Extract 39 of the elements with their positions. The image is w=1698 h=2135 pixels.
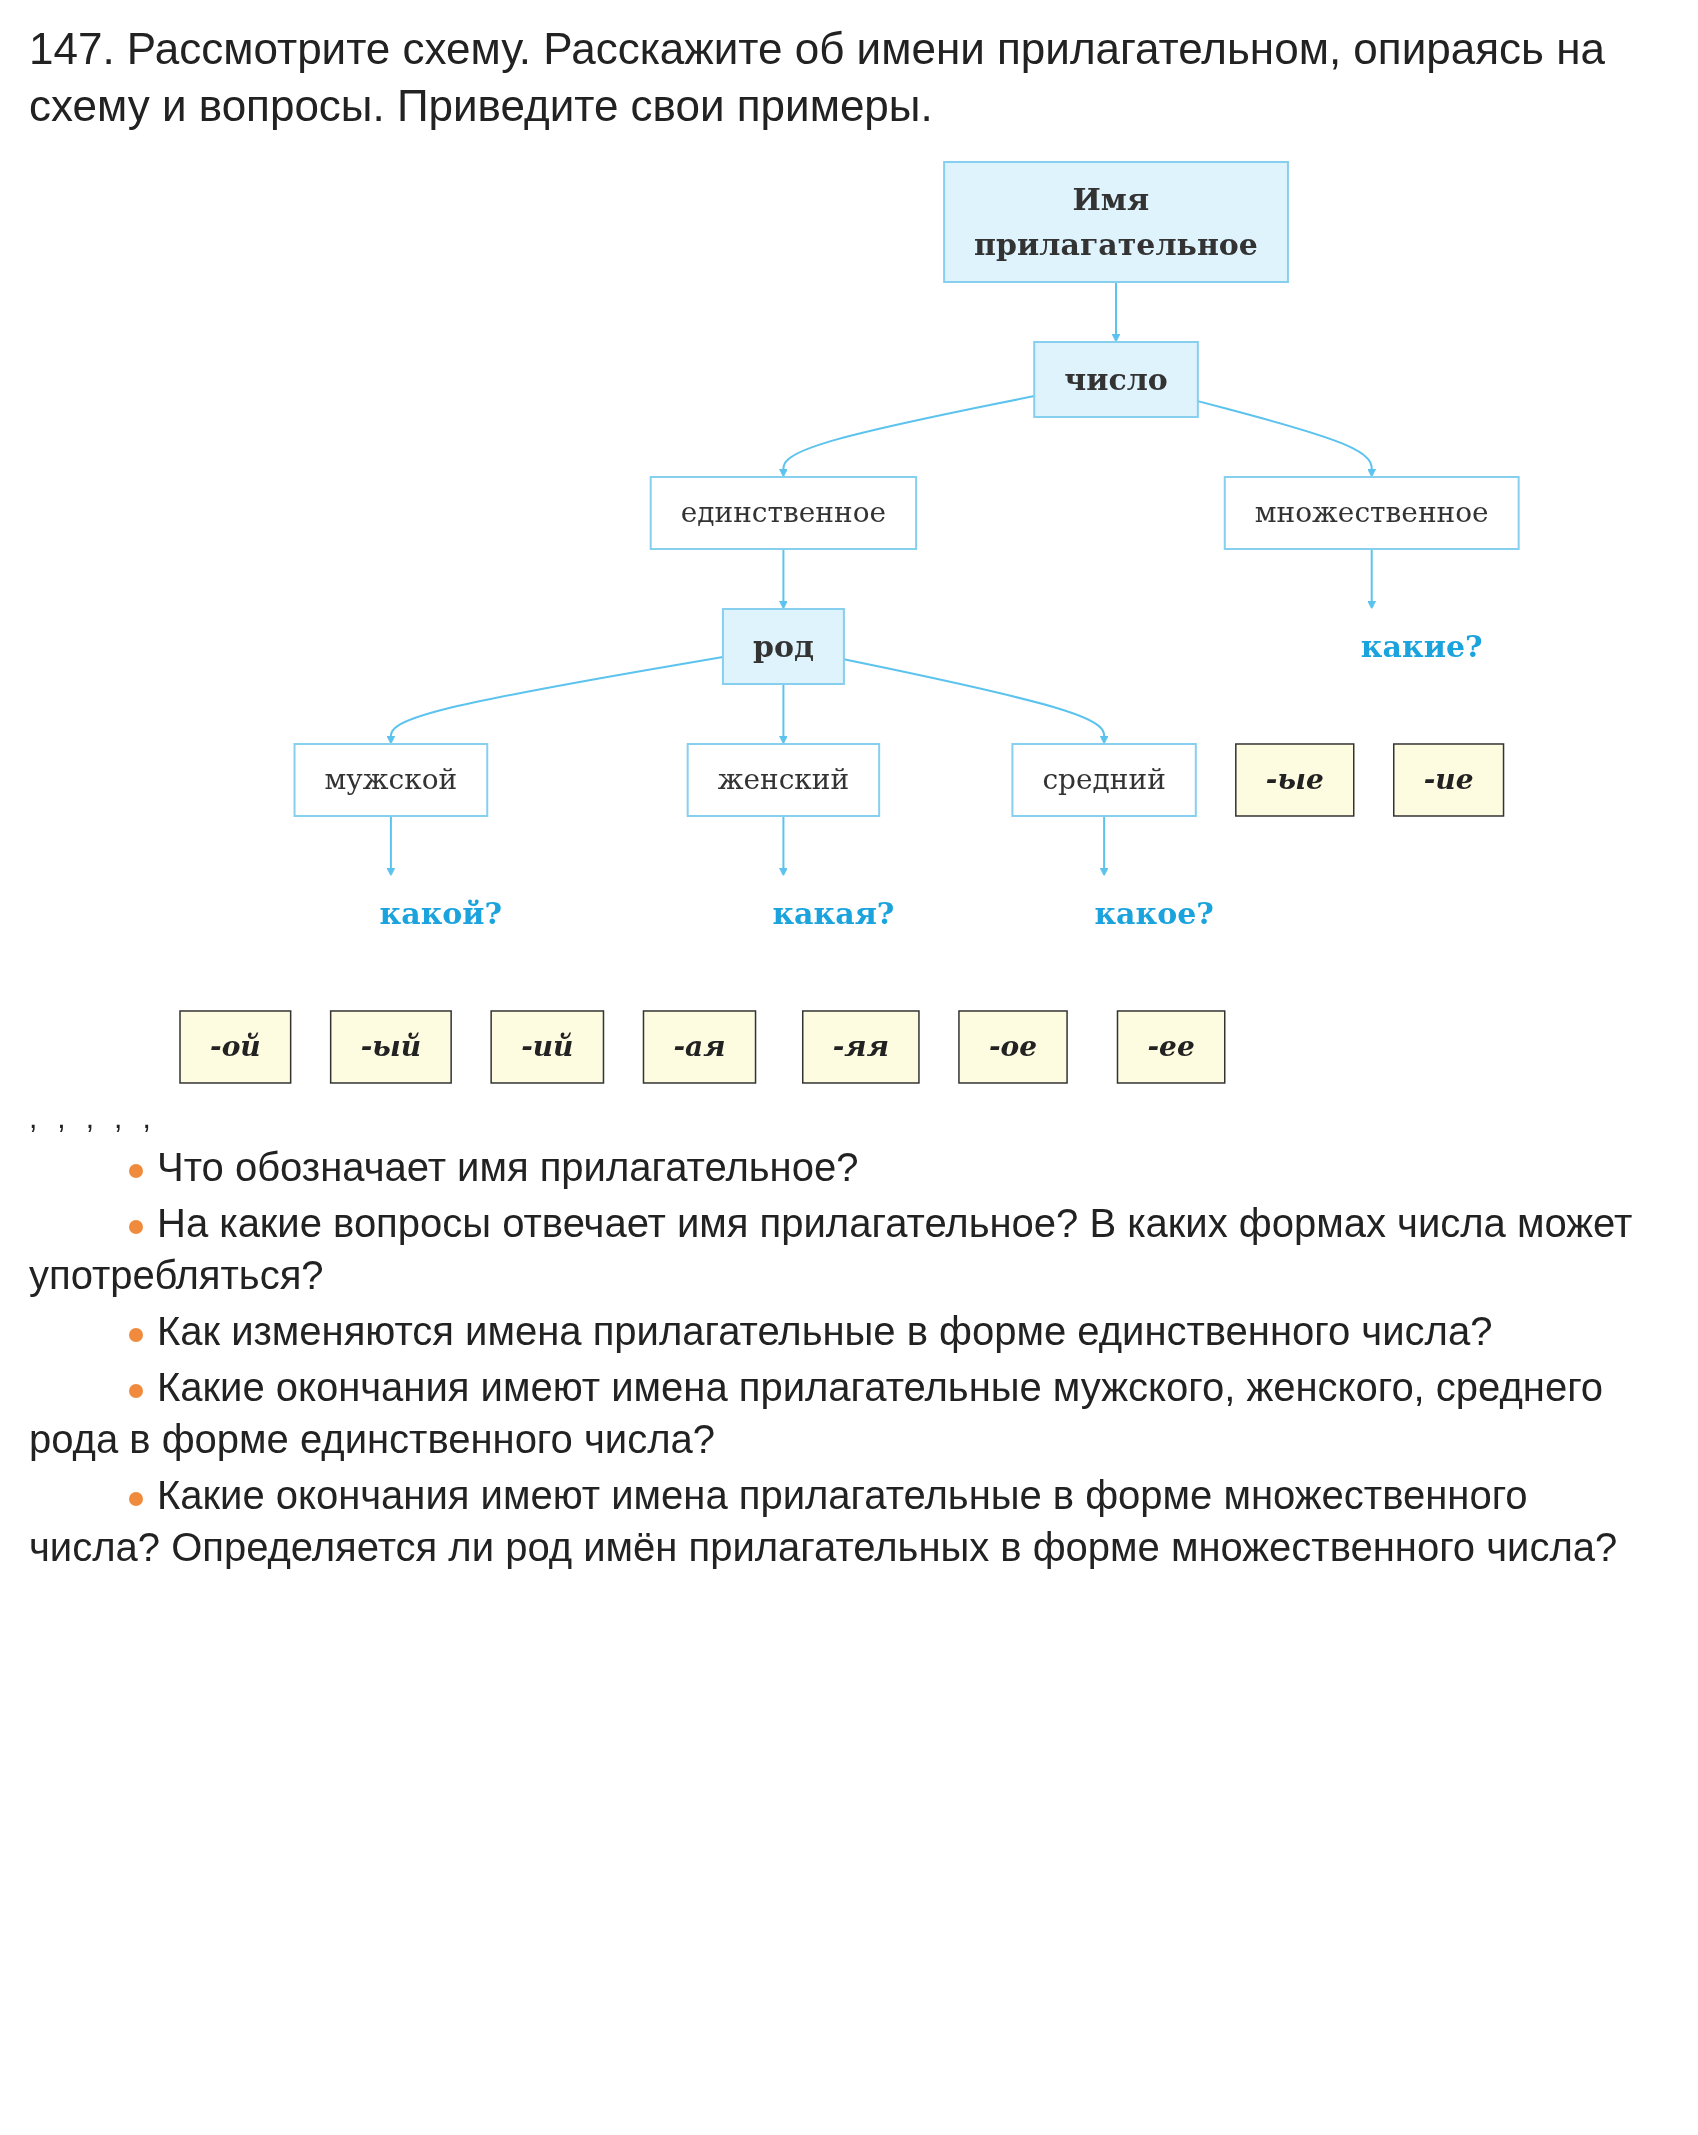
arrow (1111, 281, 1121, 343)
node-box: род (721, 608, 845, 686)
node-box: -ое (957, 1010, 1068, 1085)
exercise-title: 147. Рассмотрите схему. Расскажите об имени прилагательном, опираясь на схему и вопросы. Приведите свои примеры. (29, 23, 1606, 133)
node-box: -ая (642, 1010, 756, 1085)
node-box: мужской (293, 743, 488, 818)
question-text: Как изменяются имена прилагательные в форме единственного числа? (29, 1305, 1669, 1358)
arrow (386, 815, 395, 877)
node-text: какая? (772, 896, 895, 932)
question-text: Что обозначает имя прилагательное? (29, 1141, 1669, 1194)
node-box: единственное (649, 476, 917, 551)
comma: , (85, 1101, 95, 1135)
node-text: какое? (1094, 896, 1214, 932)
comma: , (114, 1101, 123, 1135)
node-box: множественное (1223, 476, 1520, 551)
node-box: -ее (1116, 1010, 1226, 1085)
question-text: На какие вопросы отвечает имя прилагательное? В каких формах числа может употребляться? (29, 1197, 1669, 1302)
node-box: -ие (1392, 743, 1504, 818)
question-text: Какие окончания имеют имена прилагательные в форме множественного числа? Определяется ли род имён прилагательных в форме множественного числа? (29, 1469, 1669, 1574)
node-box: -ый (329, 1010, 452, 1085)
node-box: -ий (490, 1010, 604, 1085)
node-box: Имя прилагательное (942, 161, 1289, 284)
node-text: какие? (1360, 629, 1483, 665)
arrow (1367, 548, 1376, 610)
node-box: число (1032, 341, 1199, 419)
comma: , (29, 1101, 38, 1135)
question-text: Какие окончания имеют имена прилагательные мужского, женского, среднего рода в форме единственного числа? (29, 1361, 1669, 1466)
comma: , (142, 1101, 151, 1135)
arrow (778, 683, 788, 745)
node-box: -ые (1234, 743, 1355, 818)
node-text: какой? (379, 896, 502, 932)
node-box: -яя (801, 1010, 920, 1085)
arrow (1099, 815, 1109, 877)
node-box: женский (686, 743, 880, 818)
arrow (778, 548, 788, 610)
node-box: средний (1011, 743, 1197, 818)
node-box: -ой (178, 1010, 292, 1085)
comma: , (57, 1101, 66, 1135)
arrow (778, 815, 788, 877)
